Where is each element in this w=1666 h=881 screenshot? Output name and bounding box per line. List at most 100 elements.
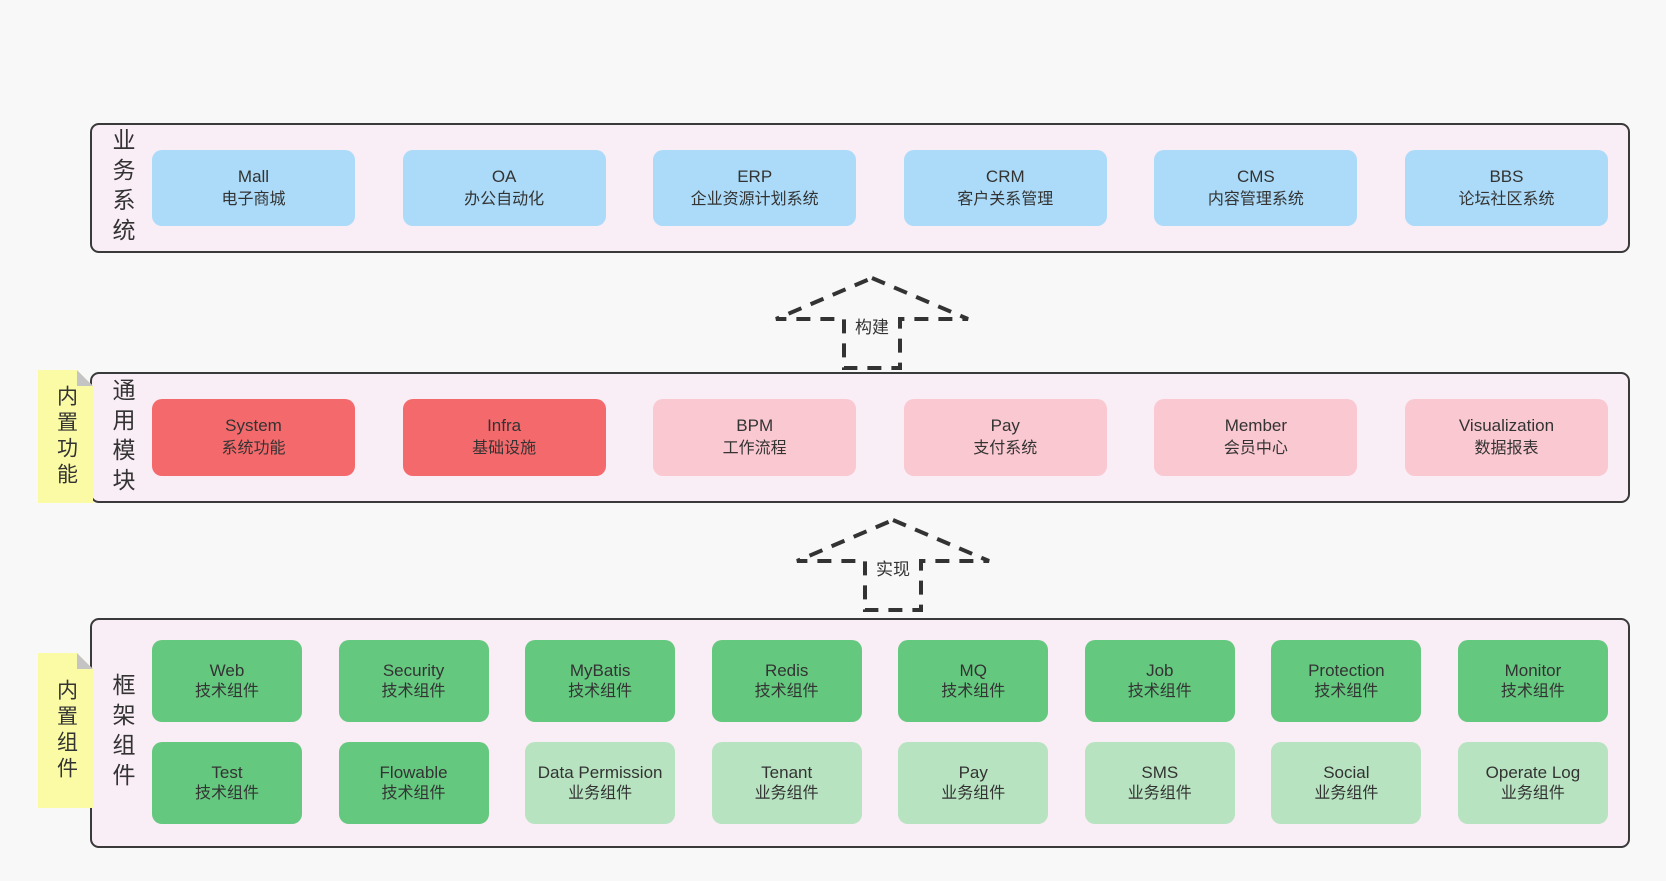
- box-subtitle: 技术组件: [1127, 682, 1192, 700]
- box-title: Social: [1323, 762, 1370, 782]
- box-subtitle: 业务组件: [754, 784, 819, 802]
- section-common-modules: 通用模块 System 系统功能 Infra 基础设施 BPM 工作流程 Pay 支付系统 Me…: [90, 372, 1630, 503]
- box-row: System 系统功能 Infra 基础设施 BPM 工作流程 Pay 支付系统 Member 会…: [152, 399, 1608, 476]
- box-subtitle: 业务组件: [568, 784, 633, 802]
- box-subtitle: 业务组件: [1314, 784, 1379, 802]
- box-title: CMS: [1236, 166, 1275, 186]
- box-subtitle: 业务组件: [1127, 784, 1192, 802]
- box-oa: OA 办公自动化: [402, 150, 606, 226]
- box-title: Protection: [1308, 660, 1385, 680]
- box-title: Job: [1146, 660, 1174, 680]
- box-row: Mall 电子商城 OA 办公自动化 ERP 企业资源计划系统 CRM 客户关系管理 CMS 内容…: [152, 150, 1608, 226]
- box-title: Pay: [990, 416, 1020, 436]
- box-subtitle: 数据报表: [1474, 440, 1539, 458]
- box-cms: CMS 内容管理系统: [1154, 150, 1358, 226]
- box-subtitle: 技术组件: [754, 682, 819, 700]
- arrow-implement: 实现: [793, 514, 993, 614]
- box-title: Security: [382, 660, 445, 680]
- box-title: Pay: [958, 762, 988, 782]
- arrow-build: 构建: [772, 272, 972, 372]
- box-job: Job 技术组件: [1084, 640, 1235, 722]
- box-mall: Mall 电子商城: [152, 150, 355, 226]
- box-subtitle: 内容管理系统: [1207, 190, 1304, 208]
- box-title: ERP: [737, 166, 773, 186]
- section-label-business-systems: 业务系统: [109, 128, 135, 248]
- box-title: BBS: [1489, 166, 1524, 186]
- business-systems-boxes: Mall 电子商城 OA 办公自动化 ERP 企业资源计划系统 CRM 客户关系管理 CMS 内容…: [152, 125, 1608, 251]
- box-title: Web: [209, 660, 245, 680]
- box-erp: ERP 企业资源计划系统: [653, 150, 857, 226]
- box-title: Data Permission: [537, 762, 663, 782]
- box-title: OA: [491, 166, 517, 186]
- box-subtitle: 基础设施: [472, 440, 537, 458]
- box-subtitle: 系统功能: [221, 440, 286, 458]
- arrow-build-label: 构建: [851, 312, 893, 339]
- box-title: Tenant: [761, 762, 813, 782]
- sticky-note-label: 内置功能: [54, 384, 78, 489]
- sticky-note-label: 内置组件: [54, 678, 78, 783]
- box-subtitle: 业务组件: [1500, 784, 1565, 802]
- box-subtitle: 技术组件: [381, 784, 446, 802]
- box-subtitle: 企业资源计划系统: [690, 190, 819, 208]
- sticky-note-builtin-components: 内置组件: [38, 653, 93, 808]
- box-infra: Infra 基础设施: [402, 399, 606, 476]
- box-data-permission: Data Permission 业务组件: [525, 742, 676, 824]
- box-mybatis: MyBatis 技术组件: [525, 640, 676, 722]
- box-security: Security 技术组件: [338, 640, 489, 722]
- box-subtitle: 工作流程: [722, 440, 787, 458]
- box-title: Mall: [237, 166, 270, 186]
- box-mq: MQ 技术组件: [898, 640, 1049, 722]
- box-protection: Protection 技术组件: [1271, 640, 1422, 722]
- box-subtitle: 技术组件: [1314, 682, 1379, 700]
- box-title: Infra: [487, 416, 522, 436]
- box-title: Visualization: [1458, 416, 1555, 436]
- sticky-note-builtin-features: 内置功能: [38, 370, 93, 503]
- box-title: Redis: [764, 660, 809, 680]
- box-subtitle: 会员中心: [1223, 440, 1288, 458]
- box-operate-log: Operate Log 业务组件: [1457, 742, 1608, 824]
- box-subtitle: 论坛社区系统: [1458, 190, 1555, 208]
- box-title: CRM: [985, 166, 1025, 186]
- common-modules-boxes: System 系统功能 Infra 基础设施 BPM 工作流程 Pay 支付系统 Member 会…: [152, 374, 1608, 501]
- box-subtitle: 技术组件: [941, 682, 1006, 700]
- box-tenant: Tenant 业务组件: [711, 742, 862, 824]
- section-label-common-modules: 通用模块: [109, 377, 135, 498]
- box-subtitle: 技术组件: [1500, 682, 1565, 700]
- box-subtitle: 支付系统: [973, 440, 1038, 458]
- box-visualization: Visualization 数据报表: [1404, 399, 1608, 476]
- box-social: Social 业务组件: [1271, 742, 1422, 824]
- box-title: MQ: [959, 660, 987, 680]
- section-label-framework-components: 框架组件: [109, 673, 135, 793]
- arrow-implement-label: 实现: [872, 554, 914, 581]
- box-redis: Redis 技术组件: [711, 640, 862, 722]
- section-business-systems: 业务系统 Mall 电子商城 OA 办公自动化 ERP 企业资源计划系统 CRM 客户关系管理…: [90, 123, 1630, 253]
- box-system: System 系统功能: [152, 399, 355, 476]
- box-title: BPM: [736, 416, 774, 436]
- box-title: Operate Log: [1485, 762, 1581, 782]
- box-title: System: [225, 416, 282, 436]
- box-pay: Pay 支付系统: [903, 399, 1107, 476]
- box-subtitle: 电子商城: [221, 190, 286, 208]
- box-bbs: BBS 论坛社区系统: [1404, 150, 1608, 226]
- box-subtitle: 技术组件: [381, 682, 446, 700]
- up-arrow-icon: [775, 275, 969, 370]
- box-subtitle: 技术组件: [194, 784, 259, 802]
- box-member: Member 会员中心: [1154, 399, 1358, 476]
- box-subtitle: 技术组件: [568, 682, 633, 700]
- box-title: Member: [1224, 416, 1288, 436]
- box-subtitle: 办公自动化: [464, 190, 545, 208]
- box-title: MyBatis: [569, 660, 631, 680]
- box-subtitle: 客户关系管理: [957, 190, 1054, 208]
- box-bpm: BPM 工作流程: [653, 399, 857, 476]
